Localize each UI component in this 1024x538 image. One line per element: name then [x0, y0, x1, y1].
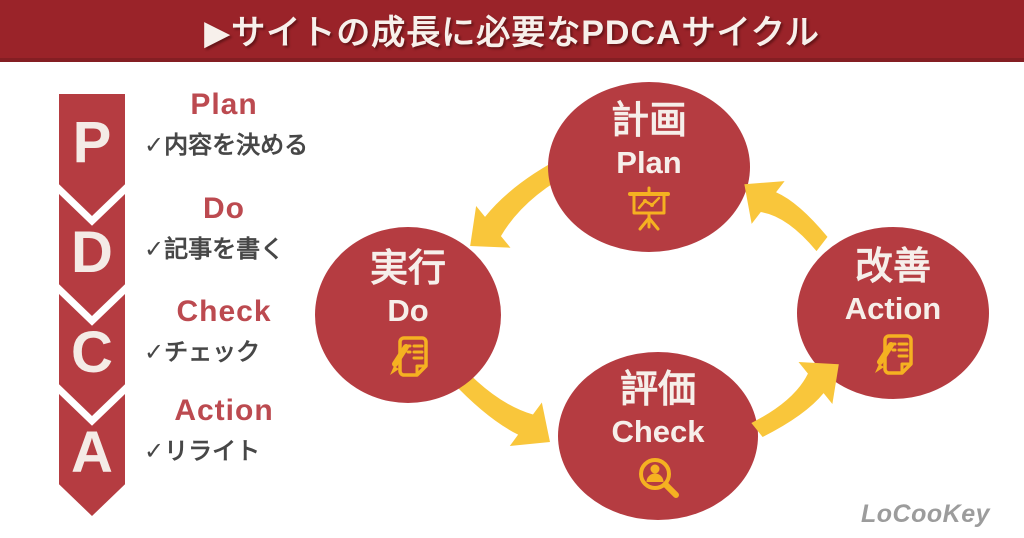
chevron-letter: D	[71, 220, 113, 285]
node-label-jp: 実行	[369, 248, 446, 291]
legend-heading: Check	[176, 295, 272, 328]
legend-note: ✓内容を決める	[144, 132, 309, 159]
legend-item-do: Do ✓記事を書く	[138, 194, 310, 262]
node-label-en: Check	[611, 413, 705, 449]
node-label-jp: 評価	[619, 369, 696, 412]
chevron-letter: C	[71, 320, 113, 385]
legend-item-plan: Plan ✓内容を決める	[138, 90, 310, 158]
watermark-logo: LoCooKey	[861, 500, 990, 528]
legend-note: ✓リライト	[144, 438, 261, 465]
legend-heading: Action	[174, 394, 274, 427]
legend-heading: Plan	[190, 88, 258, 121]
title-banner: ▶サイトの成長に必要なPDCAサイクル	[0, 0, 1024, 62]
cycle-node-plan: 計画 Plan	[548, 82, 750, 252]
legend-note: ✓チェック	[144, 339, 261, 366]
legend-note: ✓記事を書く	[144, 236, 285, 263]
page-title: ▶サイトの成長に必要なPDCAサイクル	[204, 13, 820, 52]
memo-pencil-icon	[875, 334, 913, 375]
node-label-en: Action	[844, 290, 942, 326]
magnifier-user-icon	[639, 457, 679, 498]
legend-item-action: Action ✓リライト	[138, 396, 310, 464]
node-label-jp: 計画	[610, 100, 687, 143]
node-label-en: Plan	[616, 144, 682, 180]
cycle-node-action: 改善 Action	[797, 227, 989, 399]
chevron-p: P	[59, 94, 125, 216]
cycle-node-check: 評価 Check	[558, 352, 758, 520]
legend-item-check: Check ✓チェック	[138, 297, 310, 365]
chevron-letter: A	[71, 420, 113, 485]
cycle-node-do: 実行 Do	[315, 227, 501, 403]
pdca-chevron-stack: P D C A	[59, 94, 125, 516]
legend-heading: Do	[203, 192, 245, 225]
node-label-jp: 改善	[854, 246, 931, 289]
chevron-letter: P	[72, 110, 112, 175]
memo-pencil-icon	[390, 336, 428, 377]
node-label-en: Do	[387, 292, 429, 328]
presentation-chart-icon	[628, 186, 670, 231]
